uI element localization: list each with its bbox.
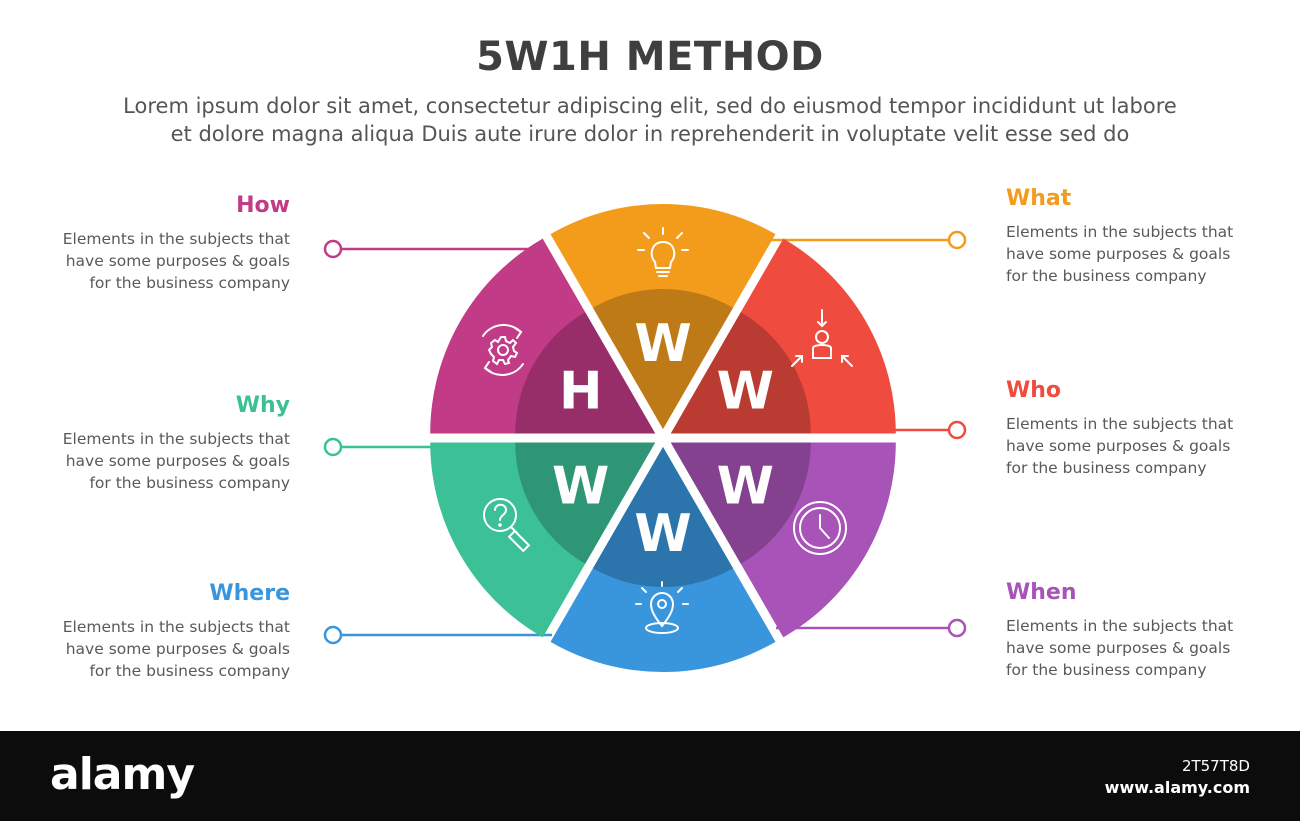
label-where-description: Elements in the subjects that have some … (10, 616, 290, 682)
connectors (323, 230, 967, 645)
label-how-description: Elements in the subjects that have some … (10, 228, 290, 294)
desc-line: have some purposes & goals (1006, 437, 1231, 455)
wheel-segments (430, 204, 896, 672)
segment-when-inner (670, 442, 811, 564)
location-pin-icon (635, 581, 689, 634)
label-why: Why Elements in the subjects that have s… (10, 393, 290, 494)
letter-when: W (717, 457, 774, 517)
label-what-description: Elements in the subjects that have some … (1006, 221, 1286, 287)
label-when: When Elements in the subjects that have … (1006, 580, 1286, 681)
label-when-heading: When (1006, 580, 1077, 605)
image-credit: 2T57T8D www.alamy.com (1105, 755, 1250, 799)
image-id: 2T57T8D (1181, 757, 1250, 775)
desc-line: Elements in the subjects that (1006, 415, 1234, 433)
label-who-description: Elements in the subjects that have some … (1006, 413, 1286, 479)
lightbulb-icon (637, 227, 689, 277)
label-how: How Elements in the subjects that have s… (10, 193, 290, 294)
person-focus-icon (791, 309, 853, 367)
desc-line: have some purposes & goals (65, 640, 290, 658)
desc-line: Elements in the subjects that (1006, 617, 1234, 635)
connector-where-dot (323, 625, 343, 645)
label-why-heading: Why (235, 393, 290, 418)
desc-line: Elements in the subjects that (62, 430, 290, 448)
desc-line: for the business company (89, 274, 290, 292)
watermark-footer: alamy 2T57T8D www.alamy.com (0, 731, 1300, 821)
desc-line: for the business company (1006, 661, 1207, 679)
label-where-heading: Where (209, 581, 290, 606)
page-subtitle: Lorem ipsum dolor sit amet, consectetur … (50, 92, 1250, 148)
desc-line: Elements in the subjects that (62, 230, 290, 248)
segment-why-inner (515, 442, 656, 564)
segment-who-inner (670, 312, 811, 434)
letter-how: H (559, 362, 603, 422)
desc-line: have some purposes & goals (1006, 639, 1231, 657)
page-title: 5W1H METHOD (476, 34, 824, 80)
connector-when-dot (947, 618, 967, 638)
gear-cycle-icon (482, 324, 524, 376)
label-when-description: Elements in the subjects that have some … (1006, 615, 1286, 681)
connector-who-dot (947, 420, 967, 440)
label-who-heading: Who (1006, 378, 1062, 403)
segment-what-inner (593, 288, 733, 429)
desc-line: have some purposes & goals (65, 452, 290, 470)
clock-icon (793, 501, 847, 555)
label-what-heading: What (1006, 186, 1072, 211)
letter-who: W (717, 362, 774, 422)
desc-line: for the business company (1006, 267, 1207, 285)
desc-line: Elements in the subjects that (62, 618, 290, 636)
letter-why: W (552, 457, 609, 517)
brand-url: www.alamy.com (1104, 778, 1250, 797)
connector-why-dot (323, 437, 343, 457)
desc-line: for the business company (89, 474, 290, 492)
subtitle-line-2: et dolore magna aliqua Duis aute irure d… (170, 122, 1130, 146)
desc-line: have some purposes & goals (1006, 245, 1231, 263)
label-how-heading: How (236, 193, 290, 218)
brand-logo: alamy (50, 749, 195, 800)
question-search-icon (483, 498, 531, 553)
desc-line: for the business company (89, 662, 290, 680)
desc-line: Elements in the subjects that (1006, 223, 1234, 241)
letter-where: W (634, 504, 691, 564)
label-why-description: Elements in the subjects that have some … (10, 428, 290, 494)
segment-how-inner (515, 312, 656, 434)
connector-how-dot (323, 239, 343, 259)
connector-what-dot (947, 230, 967, 250)
desc-line: for the business company (1006, 459, 1207, 477)
letter-what: W (634, 314, 691, 374)
segment-where-inner (593, 447, 733, 587)
label-who: Who Elements in the subjects that have s… (1006, 378, 1286, 479)
subtitle-line-1: Lorem ipsum dolor sit amet, consectetur … (123, 94, 1177, 118)
label-what: What Elements in the subjects that have … (1006, 186, 1286, 287)
label-where: Where Elements in the subjects that have… (10, 581, 290, 682)
desc-line: have some purposes & goals (65, 252, 290, 270)
wheel-inner-band (515, 288, 811, 587)
